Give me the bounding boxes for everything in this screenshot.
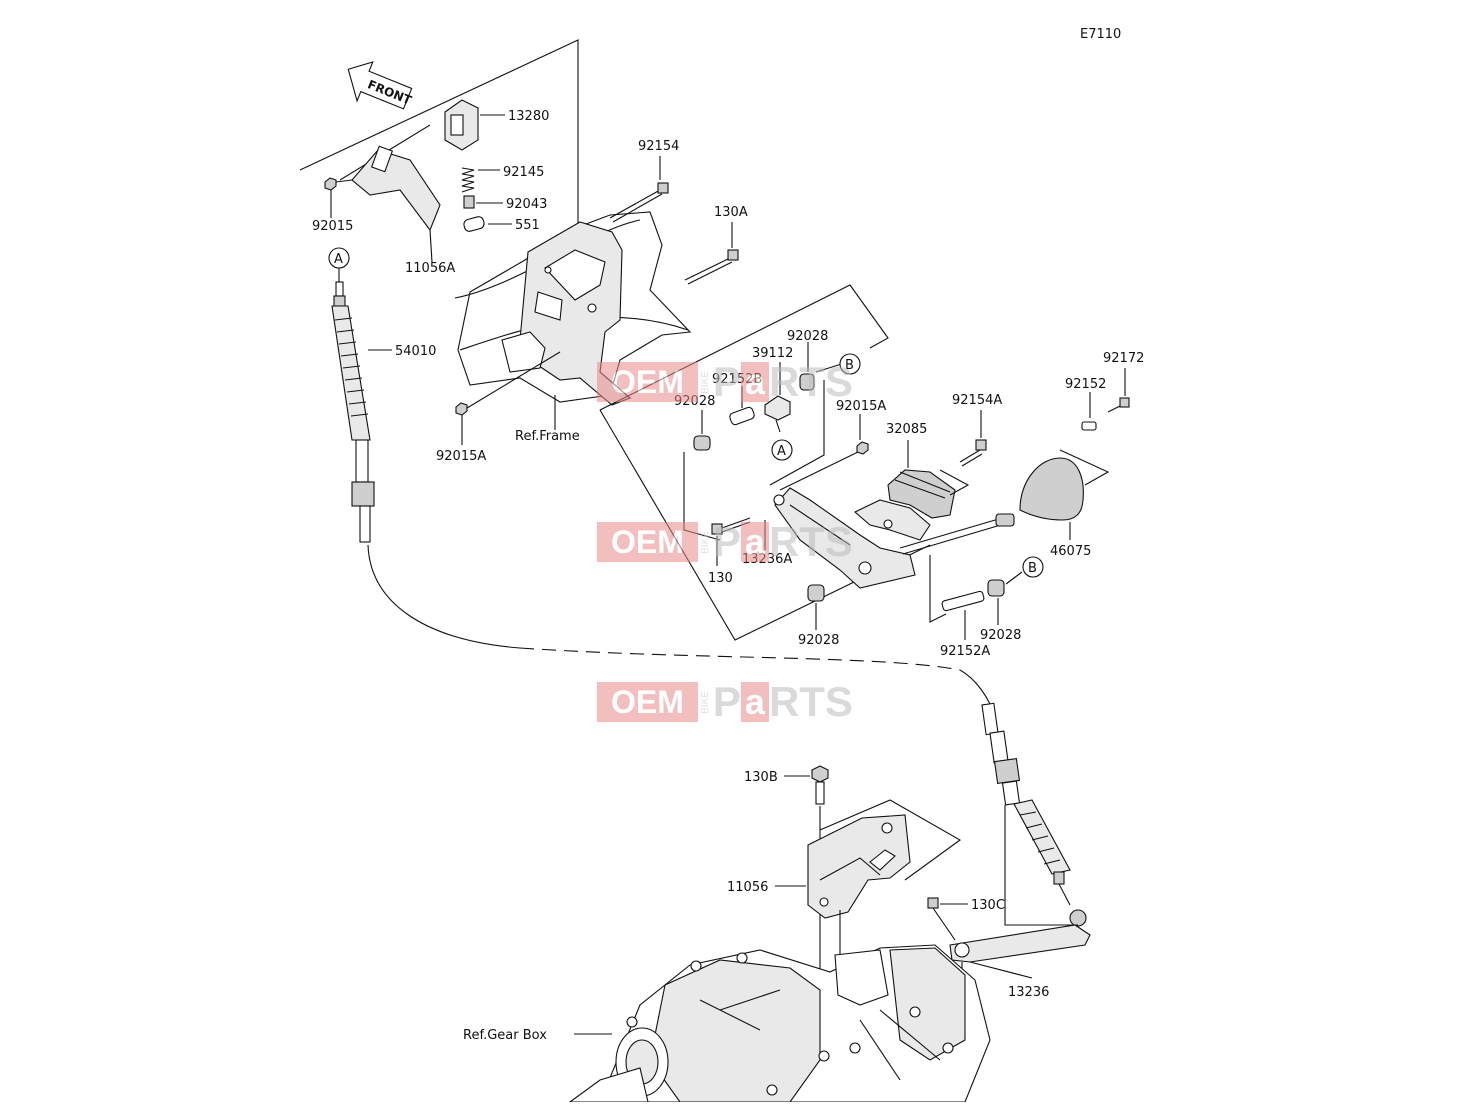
bracket-11056A: 11056A <box>339 124 455 276</box>
label-13236: 13236 <box>1008 985 1049 1000</box>
label-13280: 13280 <box>508 109 549 124</box>
collar-92028-right: 92028 B <box>980 556 1044 643</box>
label-92145: 92145 <box>503 165 544 180</box>
callout-B-top-label: B <box>845 358 854 373</box>
lever-13236: 13236 <box>949 924 1091 1010</box>
bolt-92154A: 92154A <box>952 393 1002 467</box>
watermark-3: OEM BIKE P a RTS <box>597 678 853 725</box>
leader-line <box>335 179 353 183</box>
bolt-130B: 130B <box>744 765 829 985</box>
bracket-11056: 11056 <box>727 799 962 990</box>
label-32085: 32085 <box>886 422 927 437</box>
label-92154: 92154 <box>638 139 679 154</box>
label-92154A: 92154A <box>952 393 1002 408</box>
label-130C: 130C <box>971 898 1005 913</box>
lever-13236A: 13236A <box>742 487 931 589</box>
pin-92152: 92152 <box>1065 377 1106 431</box>
bolt-130: 130 <box>708 517 751 586</box>
callout-A-mid-label: A <box>777 444 786 459</box>
collar-92028-top: 92028 B <box>787 329 861 391</box>
label-92152: 92152 <box>1065 377 1106 392</box>
label-130B: 130B <box>744 770 778 785</box>
label-92015A-mid: 92015A <box>836 399 886 414</box>
label-54010: 54010 <box>395 344 436 359</box>
label-39112: 39112 <box>752 346 793 361</box>
pivot-39112: A 39112 <box>752 346 793 461</box>
nut-92015A-mid: 92015A <box>769 380 886 491</box>
nut-92015A-left: 92015A <box>436 351 561 464</box>
pin-92152A: 92152A <box>929 555 990 659</box>
callout-A-mid <box>771 439 793 461</box>
label-46075: 46075 <box>1050 544 1091 559</box>
holder-13280: 13280 <box>444 99 549 151</box>
screw-92172: 92172 <box>1103 351 1144 413</box>
label-92172: 92172 <box>1103 351 1144 366</box>
bolt-130C: 130C <box>927 897 1005 941</box>
diagram-code: E7110 <box>1080 27 1121 42</box>
ref-gearbox-label: Ref.Gear Box <box>463 1028 547 1043</box>
knob-46075: 46075 <box>899 449 1110 559</box>
gearbox: Ref.Gear Box <box>463 944 991 1103</box>
bolt-92154: 92154 <box>609 139 679 223</box>
label-92028-right: 92028 <box>980 628 1021 643</box>
callout-B-bot <box>1022 556 1044 578</box>
nut-92015: 92015 <box>312 177 353 234</box>
cable-54010: A 54010 <box>328 247 991 705</box>
spring-92145: 92145 <box>461 165 544 193</box>
label-92015: 92015 <box>312 219 353 234</box>
label-92015A-left: 92015A <box>436 449 486 464</box>
label-92028-top: 92028 <box>787 329 828 344</box>
label-92028-bot: 92028 <box>798 633 839 648</box>
ref-frame-label: Ref.Frame <box>515 429 580 444</box>
label-92043: 92043 <box>506 197 547 212</box>
damper-32085: 32085 <box>886 422 970 519</box>
collar-92028-bot: 92028 <box>798 584 839 648</box>
callout-B-top <box>839 353 861 375</box>
watermark-2: OEM BIKE P a RTS <box>597 518 853 565</box>
label-130: 130 <box>708 571 733 586</box>
label-130A: 130A <box>714 205 748 220</box>
callout-B-bot-label: B <box>1028 561 1037 576</box>
front-arrow-icon: FRONT <box>347 61 414 110</box>
label-551: 551 <box>515 218 540 233</box>
label-92152A: 92152A <box>940 644 990 659</box>
watermark-1: OEM BIKE P a RTS <box>597 358 853 405</box>
pin-92043: 92043 <box>463 195 547 212</box>
bolt-130A: 130A <box>684 205 748 285</box>
label-11056A: 11056A <box>405 261 455 276</box>
label-11056: 11056 <box>727 880 768 895</box>
cable-end-lower <box>981 702 1087 927</box>
callout-A-top-label: A <box>334 252 343 267</box>
part-551: 551 <box>463 216 540 233</box>
